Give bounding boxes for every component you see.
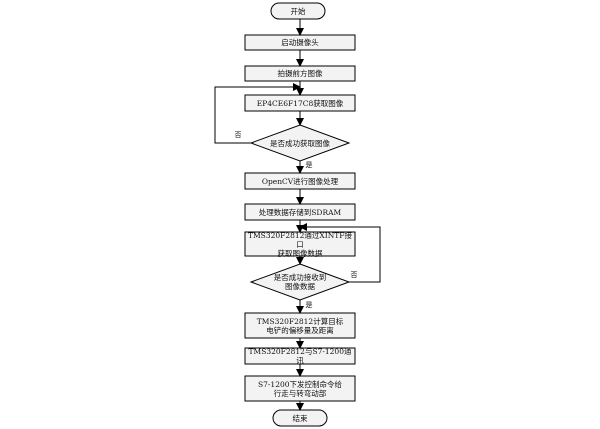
dsp-comm-box — [244, 347, 356, 365]
fpga-get-image-box — [244, 94, 356, 112]
decision-receive-diamond — [249, 263, 351, 301]
store-sdram-box — [244, 203, 356, 221]
decision-get-image-diamond — [249, 124, 351, 162]
open-camera-box — [244, 34, 356, 51]
end-terminal — [272, 409, 328, 427]
dsp-compute-box — [244, 312, 356, 339]
dsp-get-data-box — [244, 231, 356, 257]
start-terminal — [270, 2, 326, 20]
arrow-receive-no-loop — [299, 223, 381, 283]
plc-command-box — [244, 375, 356, 402]
capture-front-box — [244, 65, 356, 82]
arrow-decision-no-loop — [214, 83, 301, 144]
opencv-process-box — [244, 172, 356, 190]
